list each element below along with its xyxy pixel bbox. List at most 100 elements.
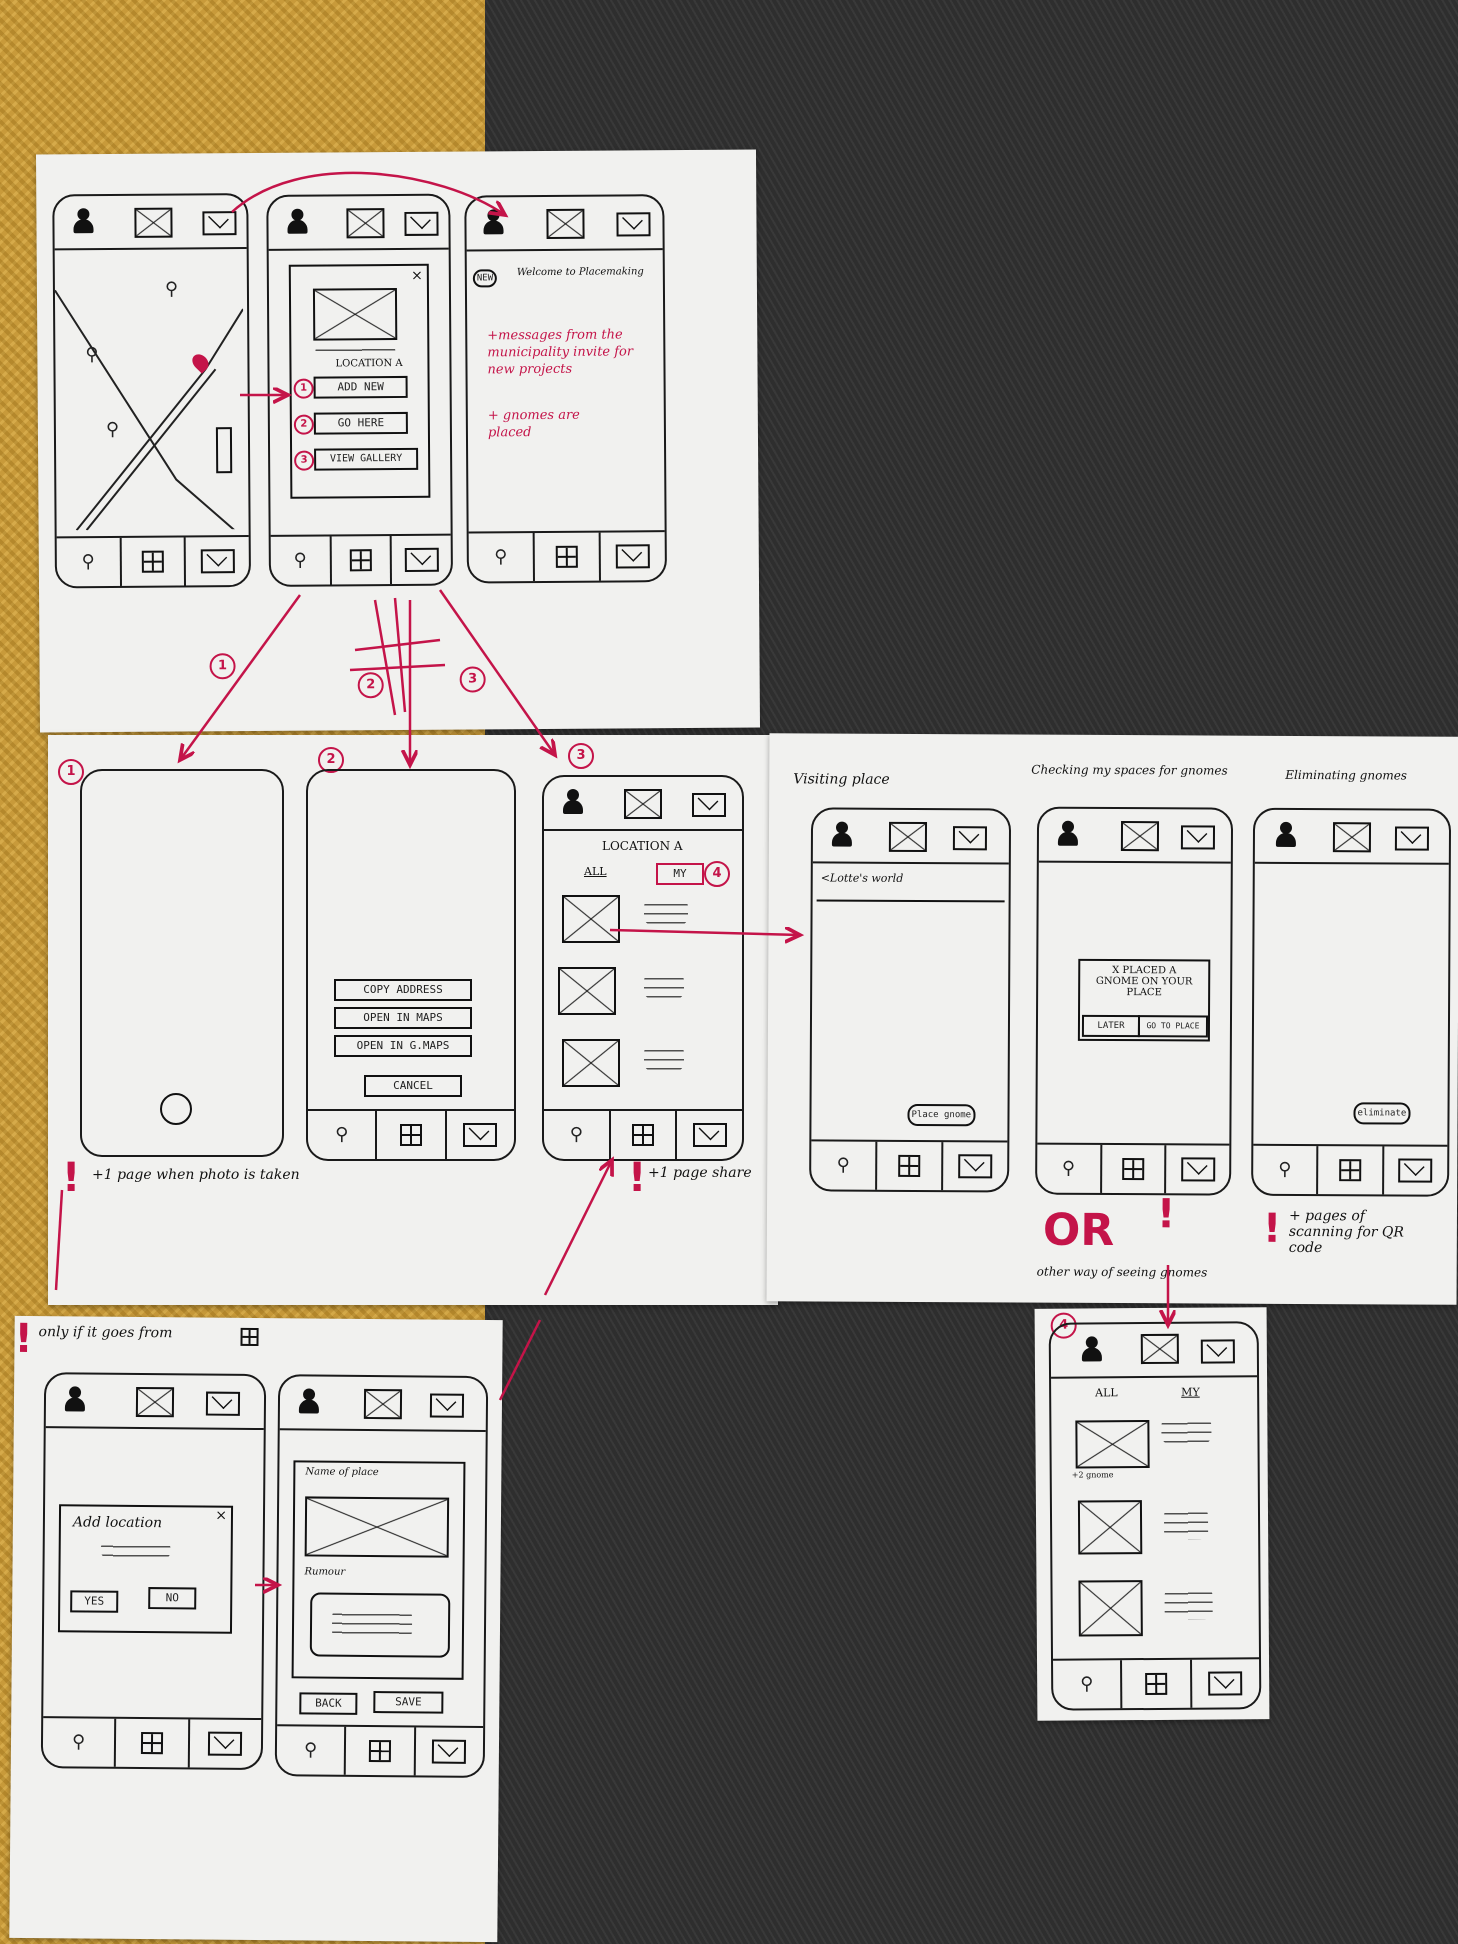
nav-map[interactable]: ⚲	[1053, 1660, 1123, 1709]
nav-grid[interactable]	[1122, 1659, 1193, 1709]
nav-map[interactable]: ⚲	[42, 1718, 117, 1767]
eliminate-button[interactable]: eliminate	[1353, 1102, 1411, 1125]
phone-add-location: Add location × YES NO ⚲	[40, 1372, 267, 1771]
mail-icon[interactable]	[205, 1391, 241, 1416]
shutter-button[interactable]	[160, 1093, 192, 1125]
open-in-gmaps-button[interactable]: OPEN IN G.MAPS	[334, 1035, 472, 1057]
no-button[interactable]: NO	[148, 1587, 197, 1610]
place-gnome-button[interactable]: Place gnome	[907, 1103, 976, 1127]
image-placeholder[interactable]	[558, 967, 616, 1015]
nav-grid[interactable]	[1101, 1144, 1167, 1194]
profile-icon[interactable]	[1057, 821, 1079, 847]
nav-map[interactable]: ⚲	[308, 1111, 378, 1159]
mail-icon[interactable]	[692, 793, 726, 817]
gallery-icon[interactable]	[1332, 822, 1372, 853]
profile-icon[interactable]	[298, 1388, 320, 1414]
map-pin-icon[interactable]: ⚲	[105, 418, 120, 441]
cancel-button[interactable]: CANCEL	[364, 1075, 462, 1097]
gallery-icon[interactable]	[888, 821, 928, 853]
nav-map[interactable]: ⚲	[270, 536, 332, 585]
profile-icon[interactable]	[482, 209, 504, 235]
profile-icon[interactable]	[72, 208, 94, 234]
mail-icon[interactable]	[616, 212, 651, 237]
nav-gallery[interactable]	[186, 537, 249, 585]
tab-all[interactable]: ALL	[584, 865, 607, 878]
map-pin-icon[interactable]: ⚲	[85, 344, 99, 366]
gallery-icon[interactable]	[134, 207, 173, 238]
gallery-icon[interactable]	[135, 1386, 175, 1418]
save-button[interactable]: SAVE	[373, 1691, 444, 1714]
nav-gallery[interactable]	[1384, 1146, 1448, 1194]
back-button[interactable]: BACK	[299, 1692, 358, 1715]
nav-gallery[interactable]	[392, 536, 451, 584]
nav-grid[interactable]	[1318, 1146, 1384, 1195]
zoom-control[interactable]	[215, 427, 233, 474]
nav-map[interactable]: ⚲	[811, 1141, 878, 1190]
nav-map[interactable]: ⚲	[468, 533, 535, 582]
nav-grid[interactable]	[331, 536, 393, 585]
mail-icon[interactable]	[1180, 825, 1216, 850]
nav-gallery[interactable]	[943, 1142, 1007, 1190]
nav-grid[interactable]	[377, 1111, 447, 1159]
nav-gallery[interactable]	[1192, 1659, 1260, 1707]
add-new-button[interactable]: ADD NEW	[313, 375, 408, 399]
map-pin-icon[interactable]: ⚲	[164, 278, 179, 300]
tab-all[interactable]: ALL	[1095, 1386, 1118, 1400]
image-placeholder[interactable]	[1078, 1580, 1143, 1637]
nav-grid[interactable]	[877, 1141, 944, 1191]
nav-gallery[interactable]	[415, 1727, 483, 1776]
nav-gallery[interactable]	[601, 532, 665, 580]
mail-icon[interactable]	[1200, 1339, 1235, 1364]
gallery-icon[interactable]	[624, 789, 662, 819]
image-placeholder[interactable]	[1075, 1420, 1150, 1469]
go-to-place-button[interactable]: GO TO PLACE	[1137, 1015, 1209, 1038]
yes-button[interactable]: YES	[70, 1590, 119, 1613]
back-link[interactable]: <Lotte's world	[820, 871, 904, 885]
nav-map[interactable]: ⚲	[276, 1726, 347, 1775]
image-placeholder[interactable]	[304, 1496, 450, 1558]
open-in-maps-button[interactable]: OPEN IN MAPS	[334, 1007, 472, 1029]
later-button[interactable]: LATER	[1081, 1014, 1141, 1038]
image-placeholder[interactable]	[1077, 1500, 1143, 1555]
image-placeholder[interactable]	[562, 895, 620, 943]
mail-icon[interactable]	[202, 211, 237, 236]
nav-gallery[interactable]	[677, 1111, 742, 1159]
profile-icon[interactable]	[64, 1386, 86, 1412]
go-here-button[interactable]: GO HERE	[313, 411, 408, 435]
profile-icon[interactable]	[1275, 822, 1297, 848]
gallery-icon[interactable]	[346, 208, 385, 239]
nav-map[interactable]: ⚲	[56, 537, 122, 587]
nav-grid[interactable]	[611, 1111, 678, 1159]
mail-icon[interactable]	[952, 826, 988, 851]
tab-my[interactable]: MY	[1181, 1385, 1200, 1399]
phone-directions: COPY ADDRESS OPEN IN MAPS OPEN IN G.MAPS…	[306, 769, 516, 1161]
nav-gallery[interactable]	[189, 1719, 261, 1768]
close-icon[interactable]: ×	[215, 1507, 228, 1524]
rumour-field[interactable]	[309, 1592, 451, 1658]
nav-map[interactable]: ⚲	[544, 1111, 611, 1159]
close-icon[interactable]: ×	[411, 267, 423, 284]
nav-grid[interactable]	[346, 1726, 416, 1776]
nav-gallery[interactable]	[1166, 1145, 1229, 1193]
profile-icon[interactable]	[562, 789, 584, 815]
image-placeholder[interactable]	[562, 1039, 620, 1087]
nav-grid[interactable]	[116, 1718, 190, 1768]
gallery-icon[interactable]	[1140, 1333, 1179, 1365]
gallery-icon[interactable]	[363, 1388, 403, 1420]
gallery-icon[interactable]	[1120, 821, 1160, 852]
nav-map[interactable]: ⚲	[1037, 1144, 1103, 1193]
mail-icon[interactable]	[404, 211, 439, 236]
mail-icon[interactable]	[1394, 826, 1430, 851]
nav-map[interactable]: ⚲	[1253, 1145, 1319, 1195]
view-gallery-button[interactable]: VIEW GALLERY	[314, 447, 419, 471]
nav-grid[interactable]	[121, 537, 187, 586]
nav-gallery[interactable]	[447, 1111, 514, 1159]
tab-my[interactable]: MY	[656, 863, 704, 885]
profile-icon[interactable]	[1081, 1336, 1103, 1362]
copy-address-button[interactable]: COPY ADDRESS	[334, 979, 472, 1001]
mail-icon[interactable]	[429, 1393, 465, 1418]
profile-icon[interactable]	[831, 822, 853, 848]
nav-grid[interactable]	[534, 532, 601, 582]
gallery-icon[interactable]	[546, 208, 585, 239]
profile-icon[interactable]	[286, 209, 308, 235]
